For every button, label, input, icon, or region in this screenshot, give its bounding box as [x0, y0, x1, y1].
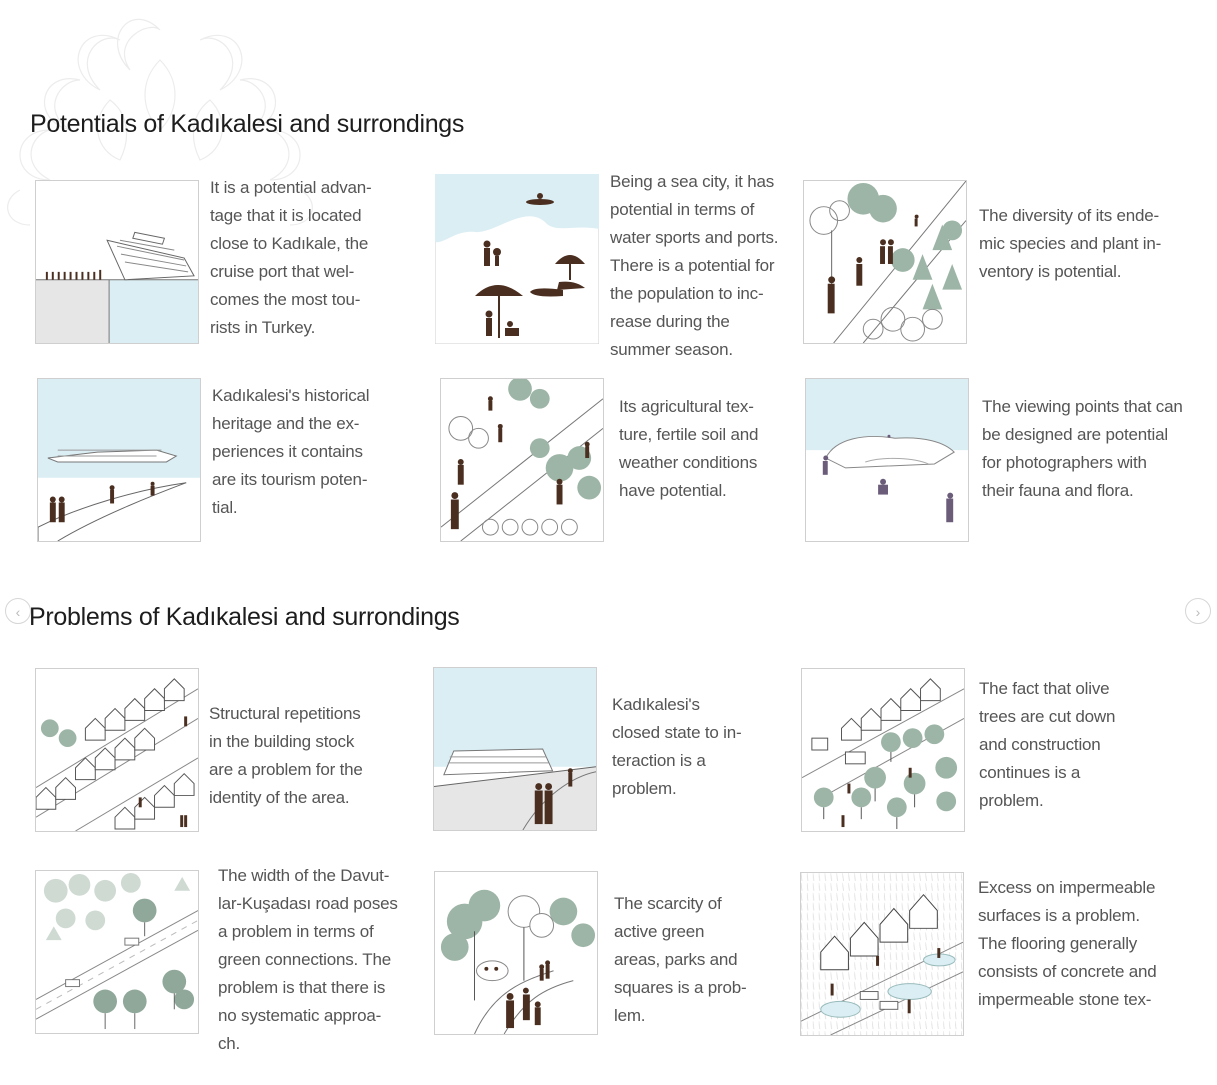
construction-trees-illustration [801, 668, 965, 832]
potential-text-4: Kadıkalesi's historical heritage and the… [212, 386, 370, 517]
problem-text-6: Excess on impermeable surfaces is a prob… [978, 878, 1157, 1009]
impermeable-surface-illustration [800, 872, 964, 1036]
repeated-houses-illustration [35, 668, 199, 832]
problem-text-1: Structural repetitions in the building s… [209, 704, 363, 807]
historic-castle-icon [38, 379, 200, 541]
viewpoint-hikers-icon [806, 379, 968, 523]
construction-trees-icon [802, 678, 964, 830]
closed-castle-illustration [433, 667, 597, 831]
closed-castle-icon [434, 668, 596, 830]
repeated-houses-icon [36, 678, 198, 831]
cruise-ship-icon [36, 231, 198, 343]
impermeable-surface-icon [801, 873, 963, 1035]
green-scarcity-icon [440, 889, 596, 1034]
beach-umbrella-icon [435, 174, 599, 344]
floral-ornament-icon [7, 18, 313, 226]
problems-title: Problems of Kadıkalesi and surrondings [29, 603, 460, 631]
problem-text-4: The width of the Davut- lar-Kuşadası roa… [218, 866, 398, 1053]
forest-path-illustration [803, 180, 967, 344]
potentials-title: Potentials of Kadıkalesi and surrondings [30, 110, 465, 138]
wide-road-icon [36, 872, 198, 1030]
potential-text-5: Its agricultural tex- ture, fertile soil… [619, 397, 759, 500]
forest-path-icon [809, 181, 966, 343]
potential-text-3: The diversity of its ende- mic species a… [979, 206, 1162, 281]
viewpoint-hikers-illustration [805, 378, 969, 542]
prev-arrow-button[interactable]: ‹ [5, 598, 31, 624]
green-scarcity-illustration [434, 871, 598, 1035]
potential-text-1: It is a potential advan- tage that it is… [210, 178, 372, 337]
wide-road-illustration [35, 870, 199, 1034]
potential-text-2: Being a sea city, it has potential in te… [610, 172, 779, 359]
problem-text-5: The scarcity of active green areas, park… [614, 894, 747, 1025]
problem-text-3: The fact that olive trees are cut down a… [979, 679, 1116, 810]
next-arrow-button[interactable]: › [1185, 598, 1211, 624]
potential-text-6: The viewing points that can be designed … [982, 397, 1183, 500]
problem-text-2: Kadıkalesi's closed state to in- teracti… [612, 695, 742, 798]
agriculture-field-icon [441, 379, 603, 541]
cruise-ship-illustration [35, 180, 199, 344]
historic-castle-illustration [37, 378, 201, 542]
agriculture-field-illustration [440, 378, 604, 542]
beach-illustration [435, 174, 599, 344]
